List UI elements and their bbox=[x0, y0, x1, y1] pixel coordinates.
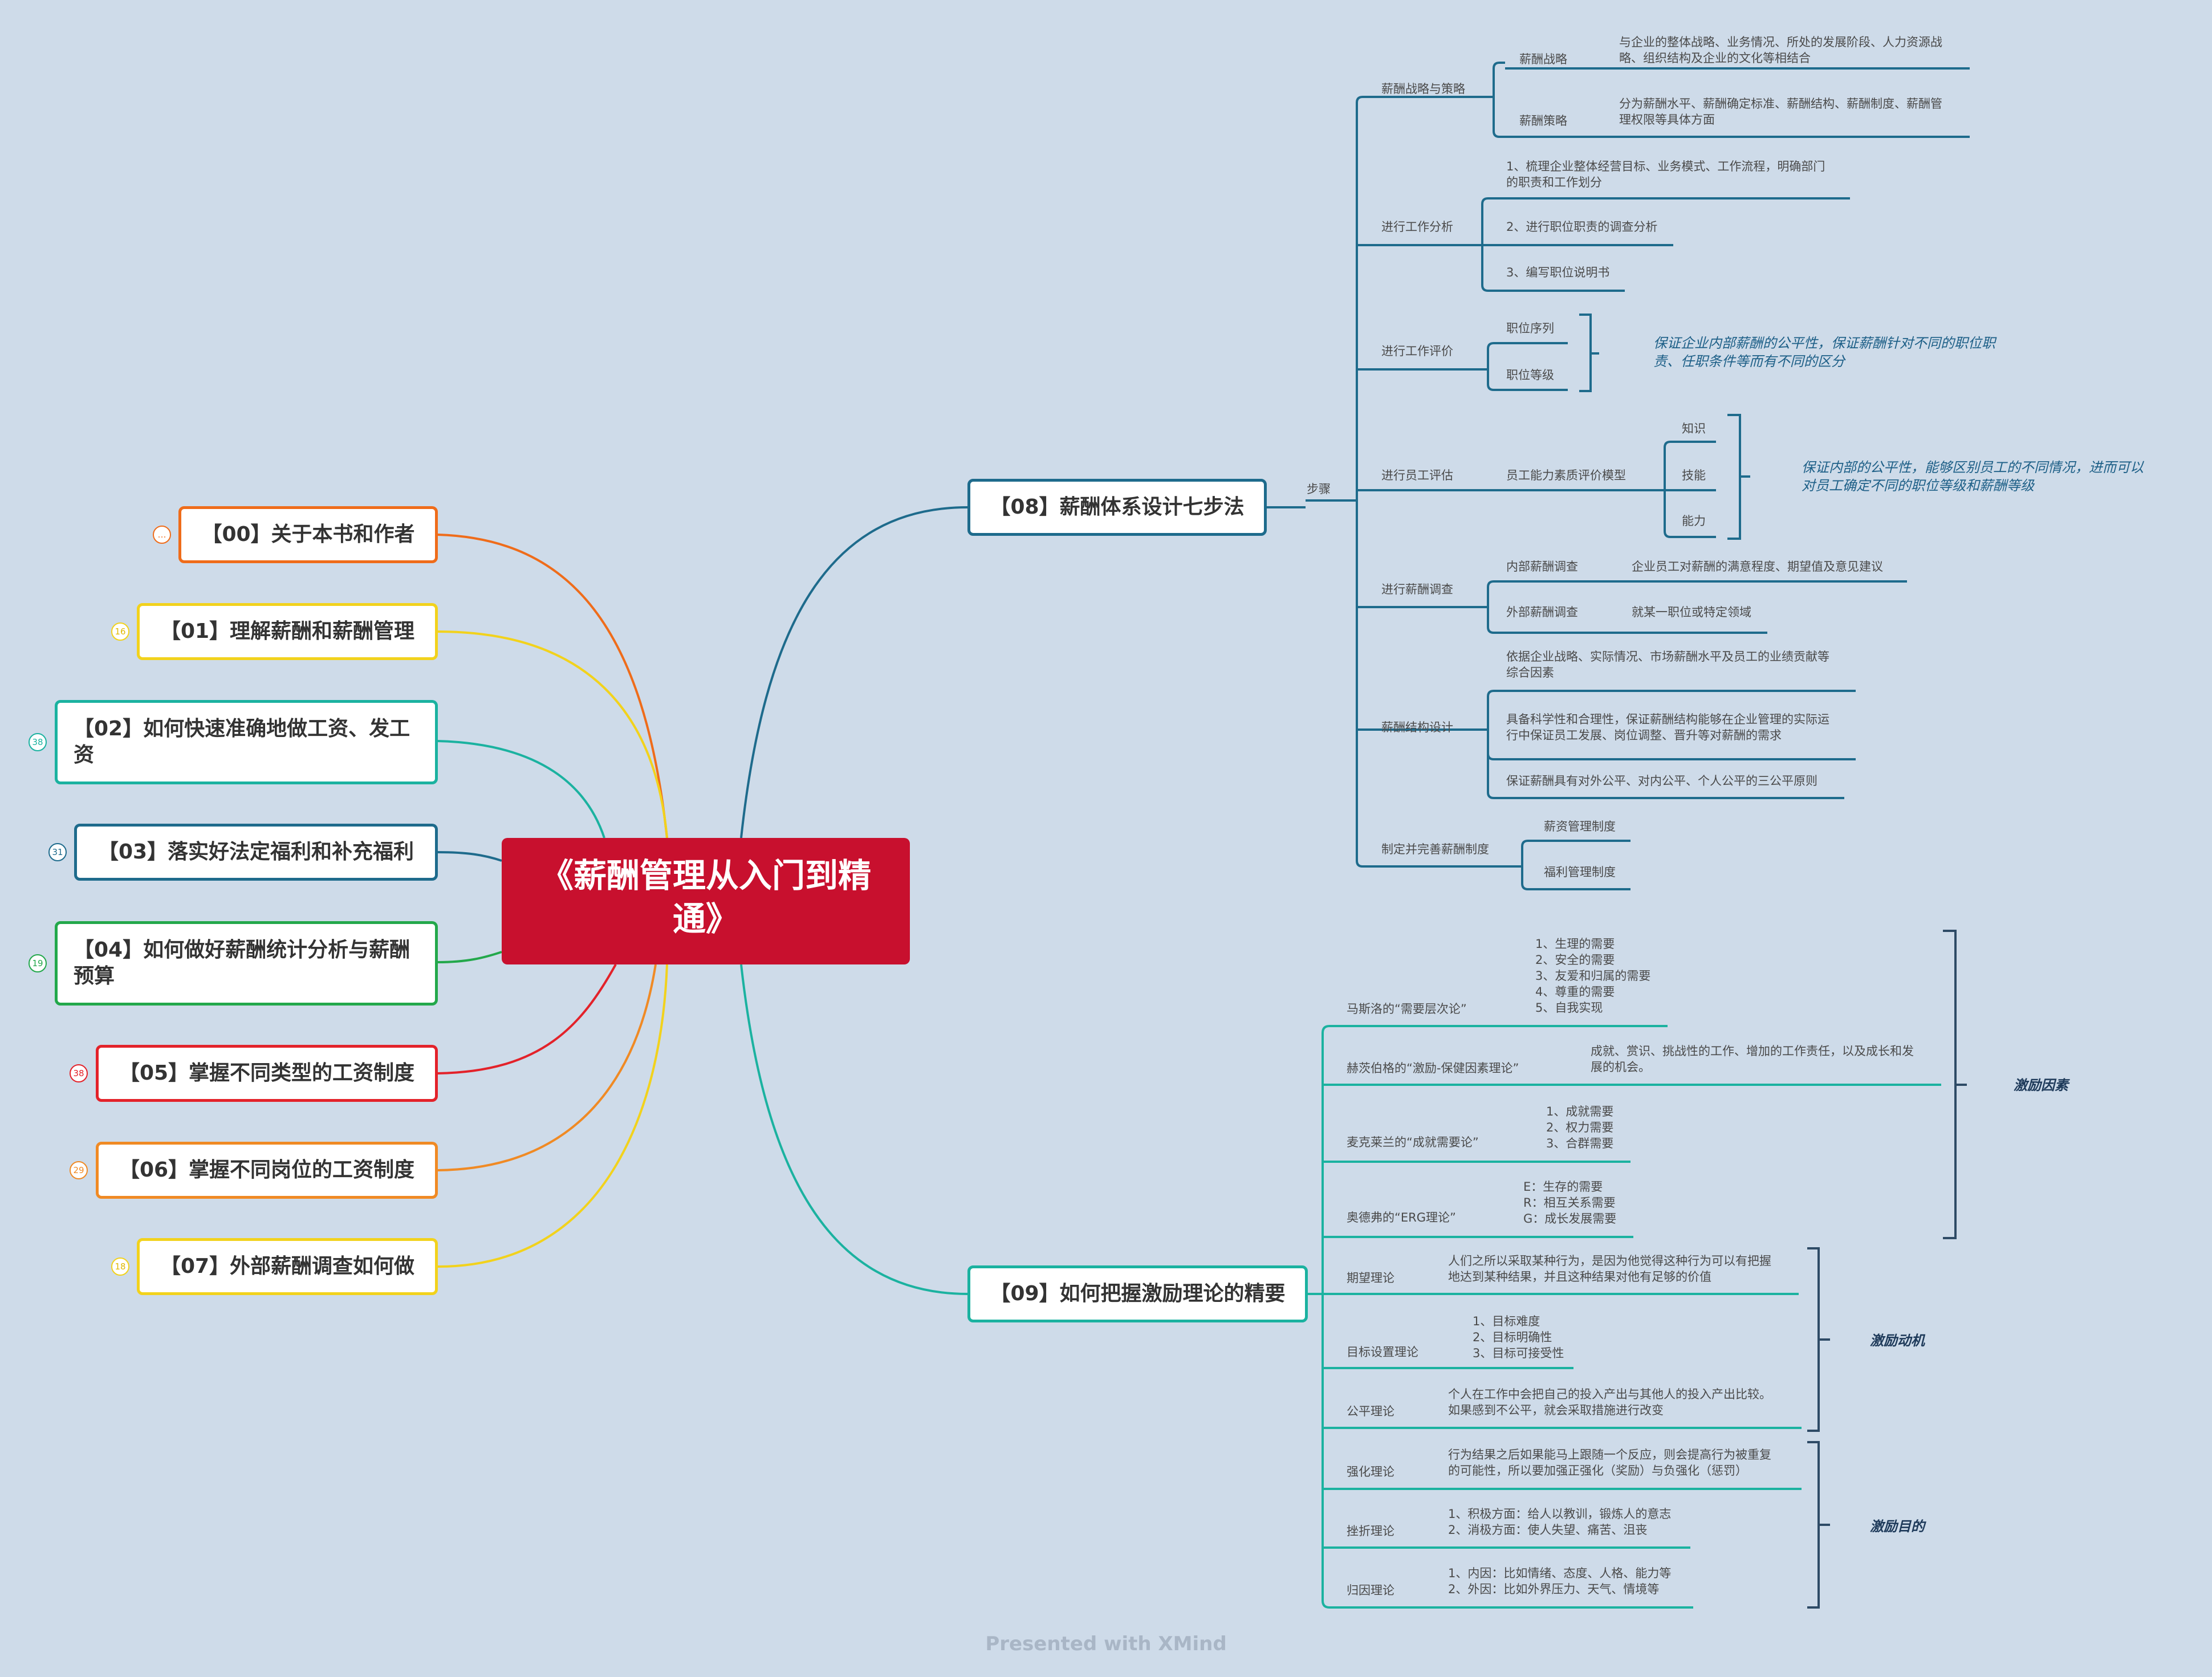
step5-external-desc[interactable]: 就某一职位或特定领域 bbox=[1632, 605, 1751, 619]
topic-06[interactable]: 【06】掌握不同岗位的工资制度 bbox=[96, 1142, 438, 1199]
step-label[interactable]: 步骤 bbox=[1307, 482, 1331, 496]
topic-04-label: 【04】如何做好薪酬统计分析与薪酬预算 bbox=[74, 938, 410, 988]
topic-02[interactable]: 【02】如何快速准确地做工资、发工资 bbox=[55, 700, 438, 784]
topic-07[interactable]: 【07】外部薪酬调查如何做 bbox=[137, 1238, 438, 1295]
step3-note[interactable]: 保证企业内部薪酬的公平性，保证薪酬针对不同的职位职 责、任职条件等而有不同的区分 bbox=[1653, 335, 1995, 369]
connector-05 bbox=[437, 964, 617, 1074]
step4-item-2[interactable]: 技能 bbox=[1682, 469, 1706, 482]
theory-9-label[interactable]: 挫折理论 bbox=[1347, 1524, 1394, 1538]
topic-01-badge[interactable]: 16 bbox=[111, 622, 129, 641]
theory-8-label[interactable]: 强化理论 bbox=[1347, 1465, 1394, 1479]
step7-label[interactable]: 制定并完善薪酬制度 bbox=[1381, 842, 1489, 856]
theory-6-label[interactable]: 目标设置理论 bbox=[1347, 1345, 1418, 1359]
theory-2-desc[interactable]: 成就、赏识、挑战性的工作、增加的工作责任，以及成长和发 展的机会。 bbox=[1591, 1044, 1914, 1074]
central-title-line-2: 通》 bbox=[672, 899, 739, 938]
topic-00-label: 【00】关于本书和作者 bbox=[201, 523, 415, 546]
theory-5-desc[interactable]: 人们之所以采取某种行为，是因为他觉得这种行为可以有把握 地达到某种结果，并且这种… bbox=[1448, 1254, 1771, 1284]
step1-label[interactable]: 薪酬战略与策略 bbox=[1381, 82, 1465, 96]
topic-05[interactable]: 【05】掌握不同类型的工资制度 bbox=[96, 1045, 438, 1102]
step1-tactics[interactable]: 薪酬策略 bbox=[1519, 114, 1567, 128]
step4-model[interactable]: 员工能力素质评价模型 bbox=[1506, 469, 1626, 482]
connector-04 bbox=[437, 951, 502, 963]
theory-1-desc[interactable]: 1、生理的需要 2、安全的需要 3、友爱和归属的需要 4、尊重的需要 5、自我实… bbox=[1535, 937, 1651, 1015]
topic-08-label: 【08】薪酬体系设计七步法 bbox=[990, 495, 1245, 519]
theory-1-label[interactable]: 马斯洛的“需要层次论” bbox=[1347, 1002, 1467, 1016]
topic-05-label: 【05】掌握不同类型的工资制度 bbox=[119, 1061, 415, 1085]
step5-internal-desc[interactable]: 企业员工对薪酬的满意程度、期望值及意见建议 bbox=[1632, 560, 1883, 573]
topic-00[interactable]: 【00】关于本书和作者 bbox=[178, 506, 438, 563]
topic-03-badge[interactable]: 31 bbox=[48, 843, 67, 861]
topic-07-label: 【07】外部薪酬调查如何做 bbox=[160, 1255, 415, 1278]
connector-07 bbox=[437, 964, 668, 1268]
step4-label[interactable]: 进行员工评估 bbox=[1381, 469, 1453, 482]
connector-02 bbox=[437, 740, 605, 838]
connector-06 bbox=[437, 964, 657, 1171]
topic-09[interactable]: 【09】如何把握激励理论的精要 bbox=[967, 1265, 1308, 1322]
connector-08 bbox=[740, 506, 968, 838]
summary-motivation-factors[interactable]: 激励因素 bbox=[2014, 1077, 2068, 1093]
topic-08[interactable]: 【08】薪酬体系设计七步法 bbox=[967, 479, 1267, 536]
topic-00-badge[interactable]: … bbox=[153, 526, 171, 544]
step5-label[interactable]: 进行薪酬调查 bbox=[1381, 583, 1453, 596]
footer-presented-with: Presented with XMind bbox=[985, 1633, 1227, 1655]
step6-item-3[interactable]: 保证薪酬具有对外公平、对内公平、个人公平的三公平原则 bbox=[1506, 774, 1817, 788]
step2-label[interactable]: 进行工作分析 bbox=[1381, 220, 1453, 234]
step3-label[interactable]: 进行工作评价 bbox=[1381, 344, 1453, 358]
topic-03-label: 【03】落实好法定福利和补充福利 bbox=[97, 840, 414, 864]
step1-tactics-desc[interactable]: 分为薪酬水平、薪酬确定标准、薪酬结构、薪酬制度、薪酬管 理权限等具体方面 bbox=[1619, 97, 1942, 127]
connector-09 bbox=[740, 964, 968, 1295]
step1-strategy-desc[interactable]: 与企业的整体战略、业务情况、所处的发展阶段、人力资源战 略、组织结构及企业的文化… bbox=[1619, 35, 1942, 65]
step7-item-2[interactable]: 福利管理制度 bbox=[1544, 865, 1616, 879]
topic-01[interactable]: 【01】理解薪酬和薪酬管理 bbox=[137, 603, 438, 660]
topic-04[interactable]: 【04】如何做好薪酬统计分析与薪酬预算 bbox=[55, 921, 438, 1006]
step2-item-3[interactable]: 3、编写职位说明书 bbox=[1506, 266, 1610, 279]
theory-4-label[interactable]: 奥德弗的“ERG理论” bbox=[1347, 1211, 1456, 1224]
topic-07-badge[interactable]: 18 bbox=[111, 1257, 129, 1276]
theory-8-desc[interactable]: 行为结果之后如果能马上跟随一个反应，则会提高行为被重复 的可能性，所以要加强正强… bbox=[1448, 1448, 1771, 1477]
step2-item-1[interactable]: 1、梳理企业整体经营目标、业务模式、工作流程，明确部门 的职责和工作划分 bbox=[1506, 160, 1825, 189]
topic-06-badge[interactable]: 29 bbox=[70, 1161, 88, 1179]
connector-00 bbox=[437, 534, 668, 838]
theory-3-label[interactable]: 麦克莱兰的“成就需要论” bbox=[1347, 1135, 1479, 1149]
theory-4-desc[interactable]: E：生存的需要 R：相互关系需要 G：成长发展需要 bbox=[1523, 1180, 1617, 1226]
step1-strategy[interactable]: 薪酬战略 bbox=[1519, 52, 1567, 66]
theory-7-label[interactable]: 公平理论 bbox=[1347, 1405, 1394, 1418]
theory-10-desc[interactable]: 1、内因：比如情绪、态度、人格、能力等 2、外因：比如外界压力、天气、情境等 bbox=[1448, 1566, 1672, 1596]
step4-note[interactable]: 保证内部的公平性，能够区别员工的不同情况，进而可以 对员工确定不同的职位等级和薪… bbox=[1802, 459, 2144, 494]
topic-01-label: 【01】理解薪酬和薪酬管理 bbox=[160, 620, 415, 643]
theory-6-desc[interactable]: 1、目标难度 2、目标明确性 3、目标可接受性 bbox=[1473, 1314, 1564, 1360]
theory-7-desc[interactable]: 个人在工作中会把自己的投入产出与其他人的投入产出比较。 如果感到不公平，就会采取… bbox=[1448, 1387, 1771, 1417]
step7-item-1[interactable]: 薪资管理制度 bbox=[1544, 820, 1616, 833]
step4-item-1[interactable]: 知识 bbox=[1682, 422, 1706, 435]
step5-internal[interactable]: 内部薪酬调查 bbox=[1506, 560, 1578, 573]
summary-motivation-drives[interactable]: 激励动机 bbox=[1870, 1333, 1925, 1349]
step3-item-1[interactable]: 职位序列 bbox=[1506, 321, 1554, 335]
theory-3-desc[interactable]: 1、成就需要 2、权力需要 3、合群需要 bbox=[1546, 1105, 1614, 1150]
topic-06-label: 【06】掌握不同岗位的工资制度 bbox=[119, 1158, 415, 1182]
topic-03[interactable]: 【03】落实好法定福利和补充福利 bbox=[74, 824, 438, 881]
central-topic[interactable]: 《薪酬管理从入门到精 通》 bbox=[502, 838, 910, 964]
theory-2-label[interactable]: 赫茨伯格的“激励-保健因素理论” bbox=[1347, 1061, 1519, 1075]
theory-5-label[interactable]: 期望理论 bbox=[1347, 1271, 1394, 1285]
topic-05-badge[interactable]: 38 bbox=[70, 1064, 88, 1082]
theory-10-label[interactable]: 归因理论 bbox=[1347, 1584, 1394, 1597]
central-title-line-1: 《薪酬管理从入门到精 bbox=[540, 856, 871, 895]
topic-09-label: 【09】如何把握激励理论的精要 bbox=[990, 1282, 1286, 1305]
step4-item-3[interactable]: 能力 bbox=[1682, 514, 1706, 528]
summary-motivation-goals[interactable]: 激励目的 bbox=[1870, 1519, 1925, 1534]
step3-item-2[interactable]: 职位等级 bbox=[1506, 368, 1554, 382]
topic-02-badge[interactable]: 38 bbox=[29, 733, 47, 751]
step6-label[interactable]: 薪酬结构设计 bbox=[1381, 721, 1453, 734]
step5-external[interactable]: 外部薪酬调查 bbox=[1506, 605, 1578, 619]
topic-02-label: 【02】如何快速准确地做工资、发工资 bbox=[74, 717, 410, 767]
connector-03 bbox=[437, 851, 502, 862]
topic-04-badge[interactable]: 19 bbox=[29, 954, 47, 972]
step2-item-2[interactable]: 2、进行职位职责的调查分析 bbox=[1506, 220, 1658, 234]
step6-item-2[interactable]: 具备科学性和合理性，保证薪酬结构能够在企业管理的实际运 行中保证员工发展、岗位调… bbox=[1506, 713, 1829, 742]
connector-01 bbox=[437, 630, 668, 838]
theory-9-desc[interactable]: 1、积极方面：给人以教训，锻炼人的意志 2、消极方面：使人失望、痛苦、沮丧 bbox=[1448, 1507, 1672, 1537]
step6-item-1[interactable]: 依据企业战略、实际情况、市场薪酬水平及员工的业绩贡献等 综合因素 bbox=[1506, 650, 1829, 679]
